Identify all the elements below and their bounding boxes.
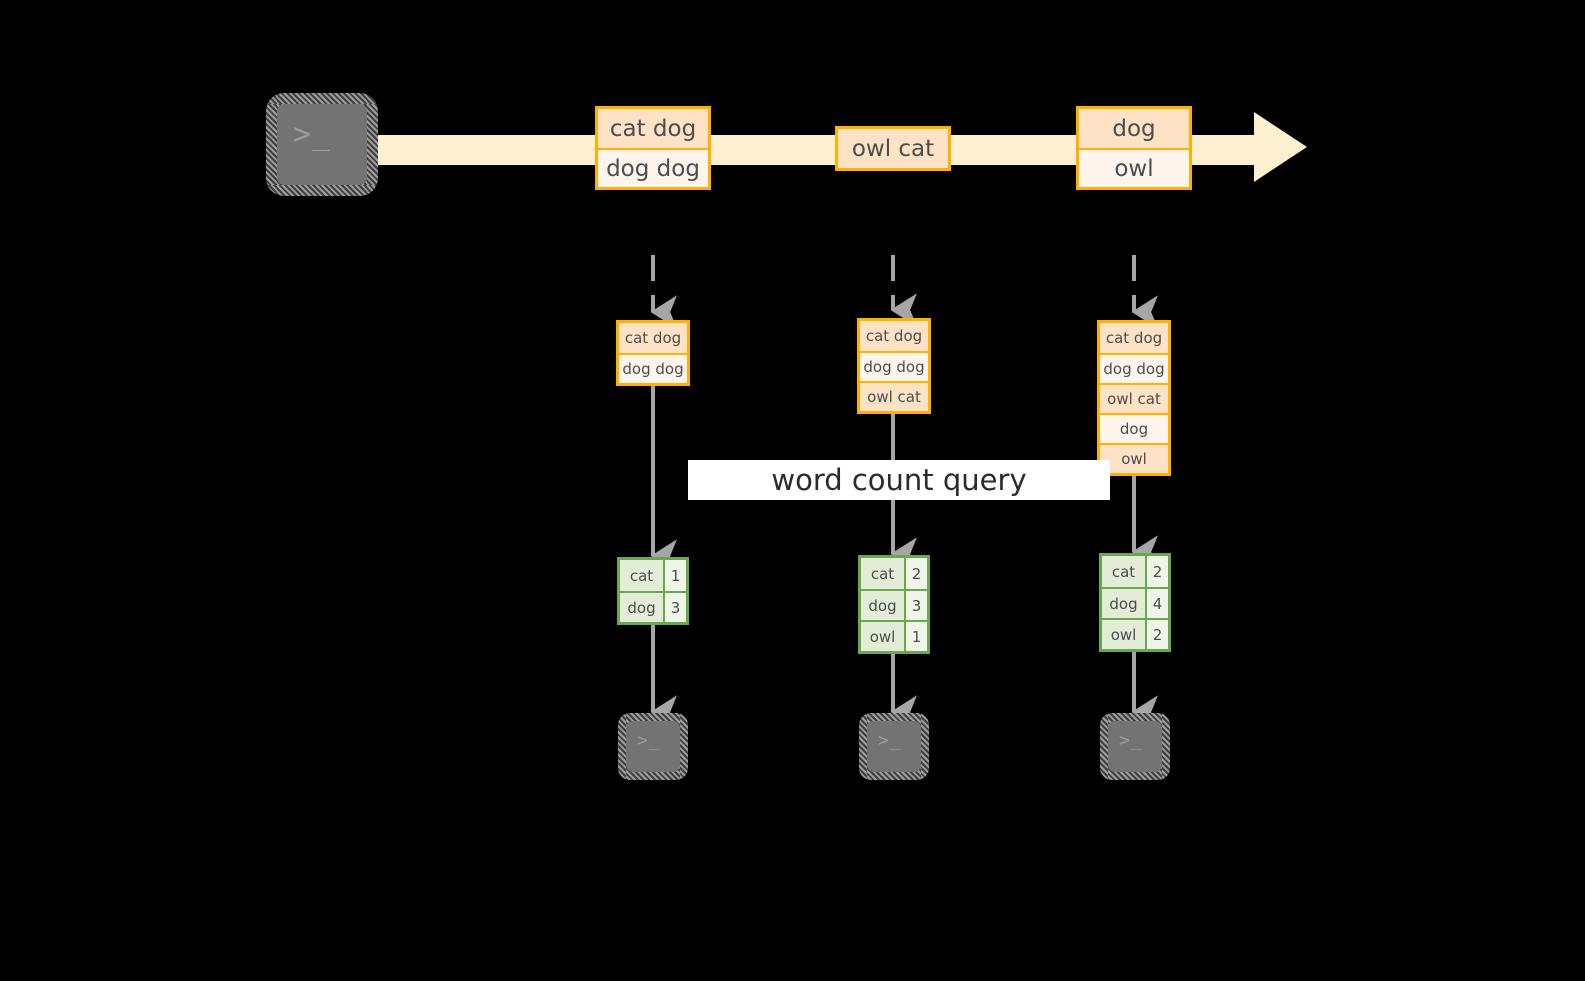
source-terminal-icon: >_ <box>266 93 378 196</box>
stream-record: dog dog <box>598 148 708 187</box>
stream-record: cat dog <box>598 109 708 148</box>
result-word: cat <box>861 558 906 589</box>
snapshot-2: cat dog dog dog owl cat <box>857 318 931 414</box>
snapshot-record: owl <box>1100 443 1168 473</box>
result-count: 2 <box>1147 556 1168 587</box>
table-row: owl 1 <box>861 620 927 651</box>
table-row: cat 2 <box>1102 556 1168 587</box>
table-row: owl 2 <box>1102 618 1168 649</box>
terminal-screen: >_ <box>867 721 921 772</box>
result-count: 1 <box>665 560 686 591</box>
result-word: dog <box>620 593 665 622</box>
sink-terminal-icon-1: >_ <box>618 713 688 780</box>
snapshot-record: cat dog <box>619 323 687 353</box>
table-row: cat 1 <box>620 560 686 591</box>
snapshot-record: dog <box>1100 413 1168 443</box>
terminal-prompt: >_ <box>637 730 661 751</box>
snapshot-record: owl cat <box>860 381 928 411</box>
query-label: word count query <box>688 460 1110 500</box>
terminal-screen: >_ <box>277 104 367 185</box>
stream-record: owl <box>1079 148 1189 187</box>
snapshot-record: cat dog <box>1100 323 1168 353</box>
table-row: dog 3 <box>620 591 686 622</box>
terminal-screen: >_ <box>1108 721 1162 772</box>
result-count: 2 <box>1147 620 1168 649</box>
terminal-prompt: >_ <box>1119 730 1143 751</box>
snapshot-record: cat dog <box>860 321 928 351</box>
snapshot-3: cat dog dog dog owl cat dog owl <box>1097 320 1171 476</box>
result-word: cat <box>1102 556 1147 587</box>
snapshot-record: dog dog <box>860 351 928 381</box>
sink-terminal-icon-2: >_ <box>859 713 929 780</box>
result-count: 4 <box>1147 589 1168 618</box>
table-row: cat 2 <box>861 558 927 589</box>
sink-terminal-icon-3: >_ <box>1100 713 1170 780</box>
table-row: dog 4 <box>1102 587 1168 618</box>
result-count: 3 <box>665 593 686 622</box>
stream-batch-1: cat dog dog dog <box>595 106 711 190</box>
stream-batch-2: owl cat <box>835 126 951 171</box>
snapshot-record: dog dog <box>619 353 687 383</box>
stream-batch-3: dog owl <box>1076 106 1192 190</box>
snapshot-record: owl cat <box>1100 383 1168 413</box>
result-word: cat <box>620 560 665 591</box>
result-count: 3 <box>906 591 927 620</box>
result-table-1: cat 1 dog 3 <box>617 557 689 625</box>
result-word: dog <box>1102 589 1147 618</box>
result-word: owl <box>861 622 906 651</box>
terminal-screen: >_ <box>626 721 680 772</box>
terminal-prompt: >_ <box>293 117 332 152</box>
result-count: 2 <box>906 558 927 589</box>
result-table-3: cat 2 dog 4 owl 2 <box>1099 553 1171 652</box>
result-table-2: cat 2 dog 3 owl 1 <box>858 555 930 654</box>
stream-record: owl cat <box>838 129 948 168</box>
terminal-prompt: >_ <box>878 730 902 751</box>
stream-record: dog <box>1079 109 1189 148</box>
table-row: dog 3 <box>861 589 927 620</box>
snapshot-1: cat dog dog dog <box>616 320 690 386</box>
result-count: 1 <box>906 622 927 651</box>
snapshot-record: dog dog <box>1100 353 1168 383</box>
result-word: dog <box>861 591 906 620</box>
query-label-text: word count query <box>771 463 1027 497</box>
result-word: owl <box>1102 620 1147 649</box>
